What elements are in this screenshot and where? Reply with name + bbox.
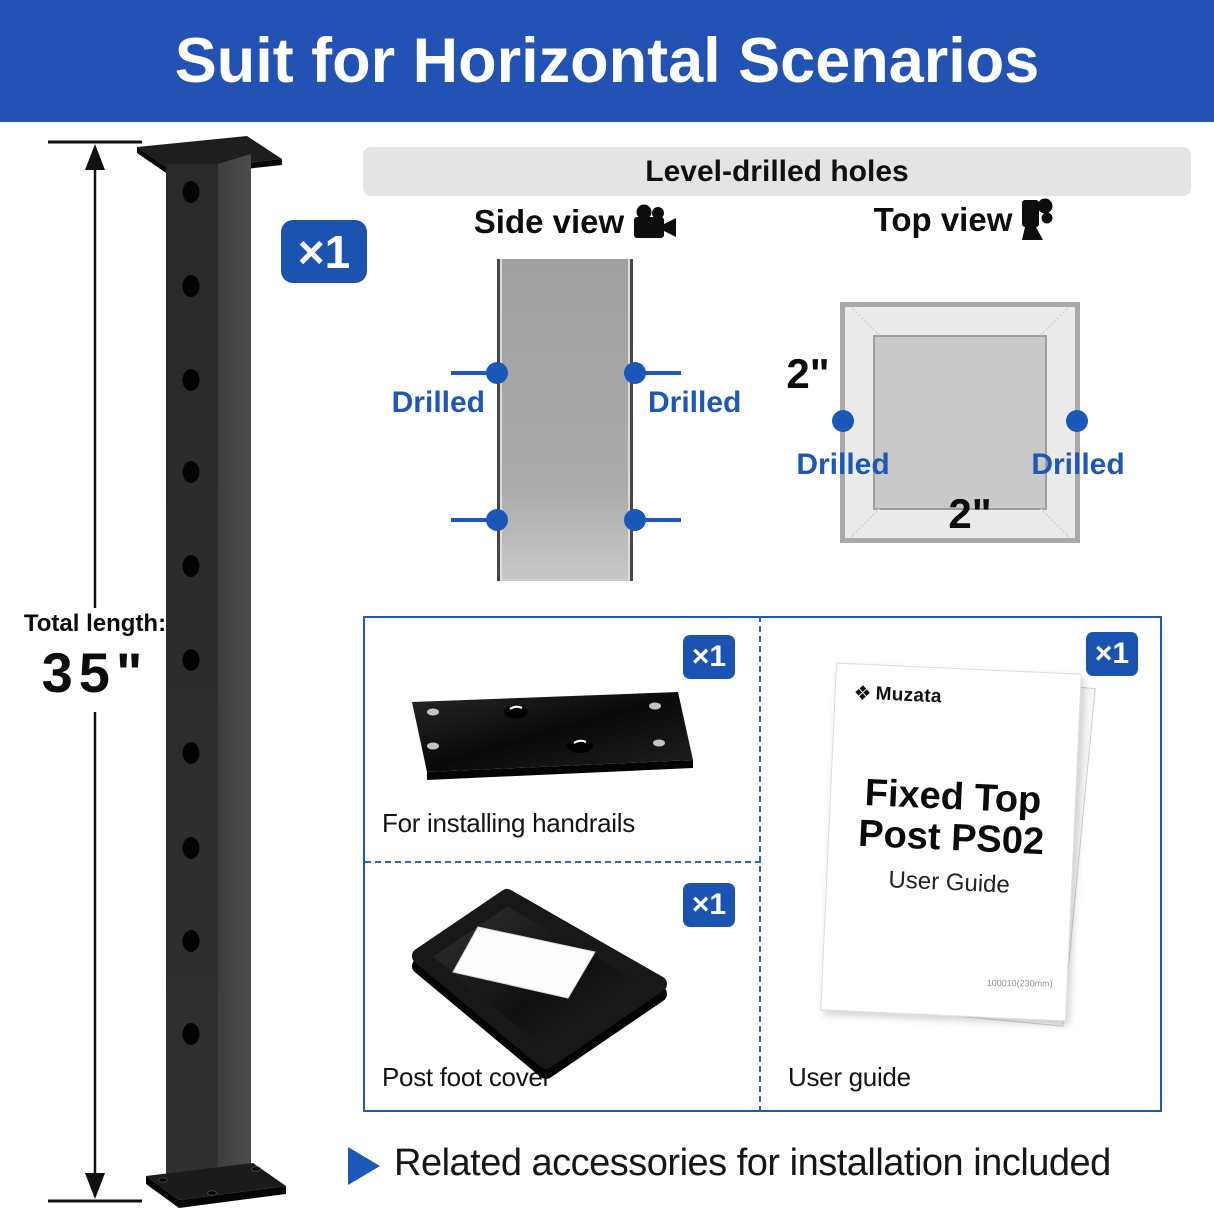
video-camera-icon — [634, 204, 677, 238]
drill-hole-dot — [486, 362, 508, 384]
top-drilled-label-right: Drilled — [1031, 448, 1125, 481]
drill-hole-dot — [832, 410, 854, 432]
guide-subtitle: User Guide — [887, 866, 1011, 899]
play-triangle-icon — [348, 1147, 380, 1185]
post-drilled-holes — [182, 181, 200, 1045]
total-length-value: 35" — [41, 641, 149, 704]
post-foot — [146, 1163, 286, 1208]
drill-hole-dot — [486, 509, 508, 531]
drill-pointer-line — [451, 371, 497, 375]
side-view-post-section — [497, 259, 633, 581]
black-post — [137, 136, 286, 1208]
level-drilled-header: Level-drilled holes — [363, 147, 1191, 196]
side-view-header: Side view — [440, 198, 710, 246]
side-drilled-label-left: Drilled — [391, 386, 485, 419]
top-drilled-label-left: Drilled — [796, 448, 890, 481]
dimension-2in-bottom: 2" — [948, 490, 992, 537]
user-guide-qty-badge: ×1 — [1086, 632, 1138, 676]
dimension-arrow — [48, 140, 142, 1203]
drill-pointer-line — [451, 518, 497, 522]
top-view-header: Top view — [850, 196, 1080, 244]
foot-cover-qty-badge: ×1 — [683, 883, 735, 927]
drill-pointer-line — [635, 518, 681, 522]
guide-title-block: Fixed Top Post PS02 User Guide — [827, 772, 1076, 903]
muzata-brand-name: Muzata — [875, 682, 943, 707]
drill-pointer-line — [635, 371, 681, 375]
user-guide-caption: User guide — [788, 1062, 911, 1092]
drill-hole-dot — [624, 362, 646, 384]
drill-hole-dot — [624, 509, 646, 531]
banner: Suit for Horizontal Scenarios — [0, 0, 1214, 122]
camera-top-icon — [1022, 198, 1053, 240]
user-guide-booklet: ❖ Muzata Fixed Top Post PS02 User Guide … — [820, 662, 1082, 1022]
post-qty-badge: ×1 — [281, 220, 367, 283]
post-illustration — [48, 136, 286, 1208]
handrail-plate — [412, 692, 693, 780]
handrail-plate-qty-badge: ×1 — [683, 635, 735, 679]
muzata-diamond-icon: ❖ — [853, 682, 873, 706]
handrail-plate-caption: For installing handrails — [382, 808, 635, 838]
guide-title-line2: Post PS02 — [857, 812, 1045, 864]
guide-part-code: 100010(230mm) — [986, 977, 1053, 989]
accessories-vertical-divider — [759, 616, 761, 1112]
footer-note: Related accessories for installation inc… — [394, 1142, 1111, 1184]
muzata-brand: ❖ Muzata — [853, 680, 942, 709]
post-foot-cover — [412, 889, 667, 1079]
drill-hole-dot — [1066, 410, 1088, 432]
top-view-post-core — [873, 335, 1047, 510]
banner-title: Suit for Horizontal Scenarios — [174, 26, 1040, 96]
foot-cover-caption: Post foot cover — [382, 1062, 551, 1092]
side-drilled-label-right: Drilled — [648, 386, 742, 419]
accessories-horizontal-divider — [365, 861, 761, 863]
side-view-label: Side view — [473, 203, 625, 240]
total-length-label: Total length: — [23, 610, 167, 637]
arrow-up-icon — [85, 144, 105, 170]
top-view-label: Top view — [873, 201, 1013, 238]
level-drilled-header-text: Level-drilled holes — [645, 155, 909, 188]
arrow-down-icon — [85, 1173, 105, 1199]
dimension-2in-side: 2" — [786, 350, 830, 397]
